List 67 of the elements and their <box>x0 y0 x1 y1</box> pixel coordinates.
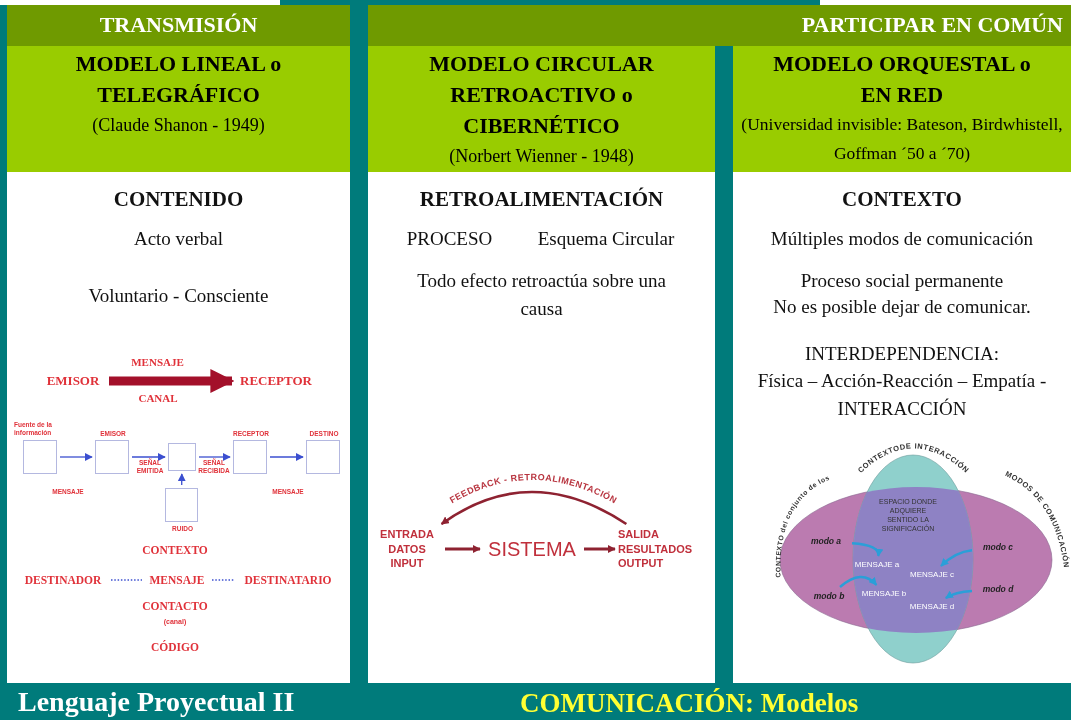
mode-label: modo d <box>975 583 1021 596</box>
panel-text: Proceso social permanente <box>799 269 1005 293</box>
arrow <box>445 545 481 553</box>
model-header-panel <box>7 46 350 172</box>
panel-text: Física – Acción-Reacción – Empatía - INTERACCIÓN <box>756 369 1048 421</box>
flow-term: SISTEMA <box>483 536 581 562</box>
panel-text: No es posible dejar de comunicar. <box>772 295 1032 319</box>
content-panel <box>368 172 715 683</box>
arrow <box>177 473 186 486</box>
arrow <box>131 453 166 461</box>
diagram-term: CONTEXTO <box>141 544 209 556</box>
arrow <box>198 453 231 461</box>
panel-text: INTERDEPENDENCIA: <box>803 342 1001 366</box>
arrow <box>940 549 973 567</box>
mode-label: modo c <box>975 541 1021 554</box>
footer-title: COMUNICACIÓN: Modelos <box>520 687 860 720</box>
panel-heading: CONTEXTO <box>841 186 963 213</box>
diagram-term: EMISOR <box>40 372 106 390</box>
diagram-term: DESTINATARIO <box>238 572 338 588</box>
section-title: PARTICIPAR EN COMÚN <box>801 12 1063 38</box>
panel-heading: RETROALIMENTACIÓN <box>418 186 665 213</box>
model-author: (Norbert Wienner - 1948) <box>448 145 635 168</box>
panel-text: Esquema Circular <box>536 227 676 251</box>
diagram-term: MENSAJE <box>145 572 209 588</box>
diagram-term: CONTACTO <box>141 600 209 612</box>
mode-label: modo a <box>803 535 849 548</box>
panel-text: Múltiples modos de comunicación <box>769 227 1035 251</box>
block-box <box>168 443 196 471</box>
arrow <box>584 545 616 553</box>
message-label: MENSAJE a <box>851 559 903 571</box>
arrow <box>59 453 93 461</box>
panel-text: Todo efecto retroactúa sobre una causa <box>416 269 667 321</box>
model-title: MODELO CIRCULAR RETROACTIVO o CIBERNÉTICO <box>428 50 655 140</box>
model-author: (Claude Shanon - 1949) <box>91 114 266 137</box>
flow-term: SALIDA RESULTADOS OUTPUT <box>618 527 710 571</box>
connector-line <box>211 579 236 581</box>
diagram-term: RECEPTOR <box>235 372 317 390</box>
arrow <box>109 369 235 393</box>
arrow <box>440 490 628 526</box>
arrow <box>945 589 973 600</box>
model-header-panel <box>733 46 1071 172</box>
section-title: TRANSMISIÓN <box>99 12 258 38</box>
model-header-panel <box>368 46 715 172</box>
message-label: MENSAJE c <box>905 569 959 581</box>
mode-label: modo b <box>806 590 852 603</box>
model-author: (Universidad invisible: Bateson, Birdwhistell, Goffman ´50 a ´70) <box>740 113 1064 165</box>
section-header-band <box>368 5 1071 46</box>
section-header-band <box>7 5 350 46</box>
message-label: MENSAJE d <box>905 601 959 613</box>
content-panel <box>7 172 350 683</box>
message-label: MENSAJE b <box>858 588 910 600</box>
diagram-term: CANAL <box>137 392 179 404</box>
model-title: MODELO ORQUESTAL o EN RED <box>773 50 1031 109</box>
panel-text: Acto verbal <box>132 227 225 251</box>
model-title: MODELO LINEAL o TELEGRÁFICO <box>74 50 283 109</box>
diagram-term: CÓDIGO <box>150 641 200 653</box>
flow-term: ENTRADA DATOS INPUT <box>372 527 442 571</box>
connector-line <box>110 579 143 581</box>
arrow <box>839 575 878 588</box>
arrow <box>269 453 304 461</box>
diagram-term: DESTINADOR <box>18 572 108 588</box>
arrow <box>851 542 883 557</box>
panel-text: Voluntario - Consciente <box>87 284 270 308</box>
diagram-term: MENSAJE <box>130 356 185 368</box>
footer-title: Lenguaje Proyectual II <box>18 685 296 719</box>
panel-text: PROCESO <box>405 227 494 251</box>
panel-heading: CONTENIDO <box>112 186 245 213</box>
